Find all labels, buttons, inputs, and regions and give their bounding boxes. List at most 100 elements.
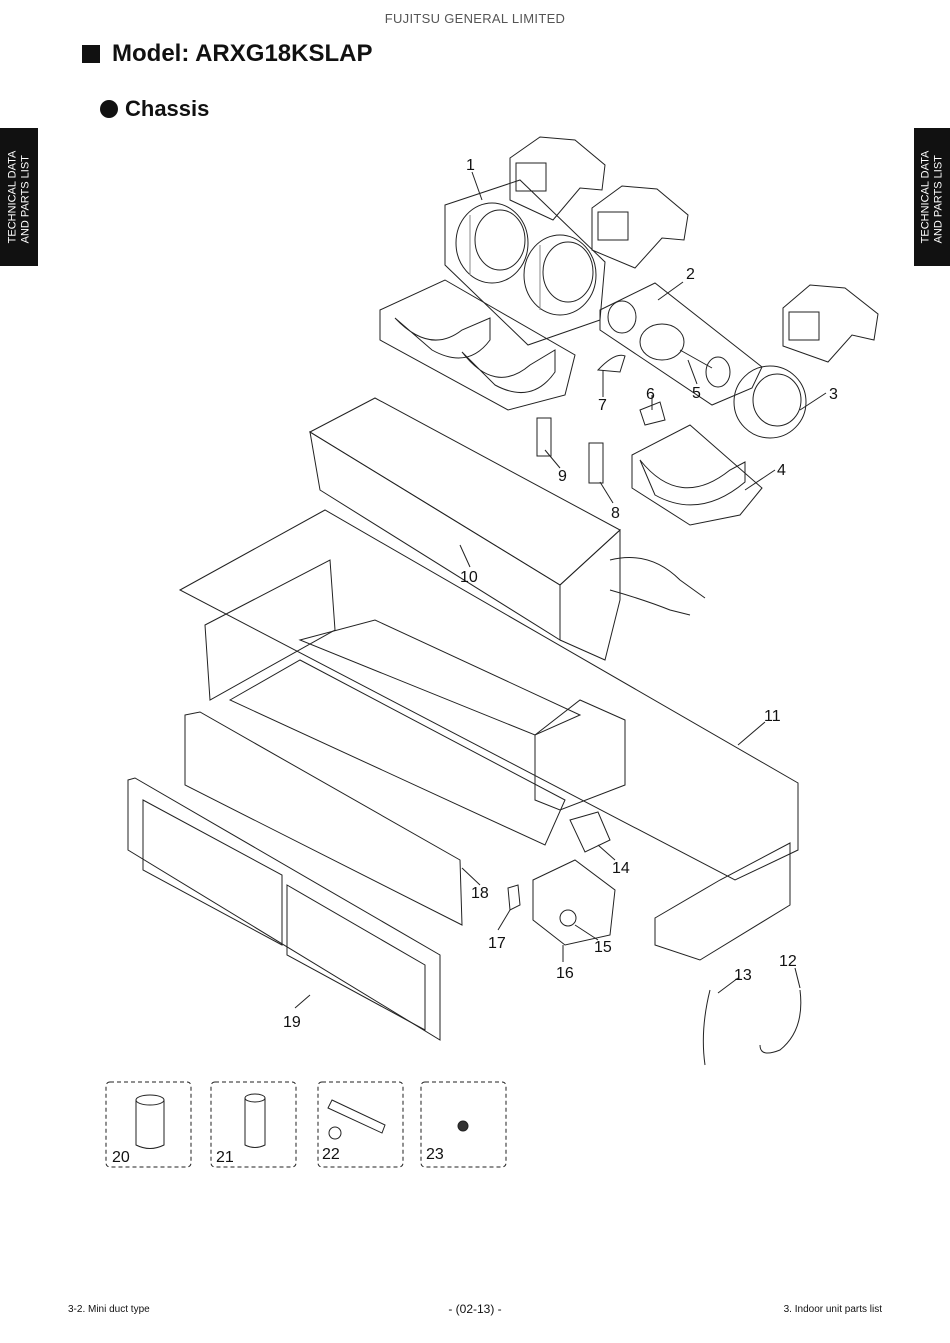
part-labels: 1 2 3 4 5 6 7 8 9 10 11 12 13 14 15 16 1… xyxy=(112,157,838,1166)
casing-shape xyxy=(509,136,606,221)
chassis-group-boundary-11 xyxy=(178,509,799,881)
motor-bushing-right xyxy=(705,356,731,388)
heat-exchanger-10 xyxy=(308,397,706,661)
side-panel-right xyxy=(654,842,791,961)
blower-wheel-right-single xyxy=(733,365,807,439)
chassis-top-frame xyxy=(298,619,582,736)
side-tab-left-line1: TECHNICAL DATA xyxy=(6,150,19,244)
thermistor-wire-12 xyxy=(759,989,802,1054)
lower-fan-casing-group xyxy=(379,279,576,411)
insulation-tube-20 xyxy=(135,1094,165,1149)
front-frame-18 xyxy=(184,711,463,926)
drain-pump-14 xyxy=(569,811,611,853)
accessory-boxes xyxy=(105,1081,507,1168)
model-title-text: Model: ARXG18KSLAP xyxy=(112,40,373,67)
filter-boundary xyxy=(127,777,441,1041)
fan-motor-group-2 xyxy=(599,282,763,406)
lower-casing-boundary xyxy=(379,279,576,411)
drain-pan xyxy=(228,659,566,846)
section-title-text: Chassis xyxy=(125,96,210,121)
exploded-view-svg: 1 2 3 4 5 6 7 8 9 10 11 12 13 14 15 16 1… xyxy=(105,136,879,1168)
casing-shape xyxy=(591,185,689,269)
company-name: FUJITSU GENERAL LIMITED xyxy=(384,11,566,26)
lower-casing-left xyxy=(394,317,491,359)
part-label-2: 2 xyxy=(686,266,695,283)
control-box xyxy=(534,699,626,811)
leader-lines xyxy=(294,171,827,1009)
part-label-8: 8 xyxy=(611,505,620,522)
thermistor-wire-13 xyxy=(702,989,711,1066)
part-label-10: 10 xyxy=(460,569,478,586)
part-label-14: 14 xyxy=(612,860,630,877)
part-label-13: 13 xyxy=(734,967,752,984)
bracket-8 xyxy=(588,442,604,484)
accessory-box-20 xyxy=(105,1081,192,1168)
blower-wheel-left xyxy=(455,202,529,284)
refrigerant-pipe-2 xyxy=(609,589,691,616)
part-label-16: 16 xyxy=(556,965,574,982)
part-label-20: 20 xyxy=(112,1149,130,1166)
fan-casing-top-2 xyxy=(591,185,689,269)
part-label-4: 4 xyxy=(777,462,786,479)
page-title: Model: ARXG18KSLAP xyxy=(82,40,372,68)
lower-casing-right xyxy=(461,349,556,393)
part-label-18: 18 xyxy=(471,885,489,902)
part-label-9: 9 xyxy=(558,468,567,485)
part-label-1: 1 xyxy=(466,157,475,174)
blower-wheel-left-inner xyxy=(474,209,526,271)
blower-wheel-3 xyxy=(733,365,807,439)
pump-bracket-group-16 xyxy=(532,859,616,946)
accessory-box-21 xyxy=(210,1081,297,1168)
casing-window xyxy=(788,311,820,341)
refrigerant-pipe xyxy=(609,557,706,599)
section-title: Chassis xyxy=(100,96,209,122)
part-1-boundary xyxy=(444,179,606,346)
footer-section-name: 3-2. Mini duct type xyxy=(68,1304,150,1315)
accessory-box-23 xyxy=(420,1081,507,1168)
part-label-23: 23 xyxy=(426,1146,444,1163)
footer-chapter-name: 3. Indoor unit parts list xyxy=(783,1304,882,1315)
motor-bushing-left xyxy=(607,300,637,334)
fan-casing-top-3 xyxy=(782,284,879,363)
part-2-boundary xyxy=(599,282,763,406)
part-label-11: 11 xyxy=(764,708,781,725)
drain-cap-17 xyxy=(507,884,521,911)
circle-bullet-icon xyxy=(100,100,118,118)
lower-casing-part4 xyxy=(639,459,746,506)
filter-left xyxy=(142,799,283,946)
lower-fan-casing-4 xyxy=(631,424,763,526)
bracket-9 xyxy=(536,417,552,457)
blower-wheel-right-single-inner xyxy=(752,373,802,427)
part-label-19: 19 xyxy=(283,1014,301,1031)
motor-band-6 xyxy=(639,401,666,426)
side-tab-left-line2: AND PARTS LIST xyxy=(19,155,32,244)
motor-shaft xyxy=(679,349,713,369)
part-label-5: 5 xyxy=(692,385,701,402)
blower-wheel-group-1 xyxy=(444,179,606,346)
part-label-21: 21 xyxy=(216,1149,234,1166)
chassis-body xyxy=(204,559,791,961)
accessory-box-22 xyxy=(317,1081,404,1168)
blower-wheel-right-inner xyxy=(542,241,594,303)
filter-right xyxy=(286,884,426,1031)
part-label-12: 12 xyxy=(779,953,797,970)
part-4-boundary xyxy=(631,424,763,526)
fan-casing-top-1 xyxy=(509,136,606,221)
fan-motor-body xyxy=(639,323,685,361)
exploded-parts-diagram: 1 2 3 4 5 6 7 8 9 10 11 12 13 14 15 16 1… xyxy=(90,120,950,1180)
part-label-3: 3 xyxy=(829,386,838,403)
side-panel-left xyxy=(204,559,336,701)
heat-exchanger-front xyxy=(309,430,561,641)
motor-clamp-7 xyxy=(596,354,626,373)
blower-wheel-right xyxy=(523,234,597,316)
filter-frame-19 xyxy=(127,777,441,1041)
heat-exchanger-end-plate xyxy=(559,528,621,661)
insulation-tube-21 xyxy=(244,1093,266,1148)
screw-23 xyxy=(457,1120,469,1132)
side-tab-left: TECHNICAL DATA AND PARTS LIST xyxy=(0,128,38,266)
casing-window xyxy=(597,211,629,241)
part-label-6: 6 xyxy=(646,386,655,403)
drain-hose-22 xyxy=(327,1099,386,1140)
float-switch-15 xyxy=(559,909,577,927)
square-bullet-icon xyxy=(82,45,100,63)
